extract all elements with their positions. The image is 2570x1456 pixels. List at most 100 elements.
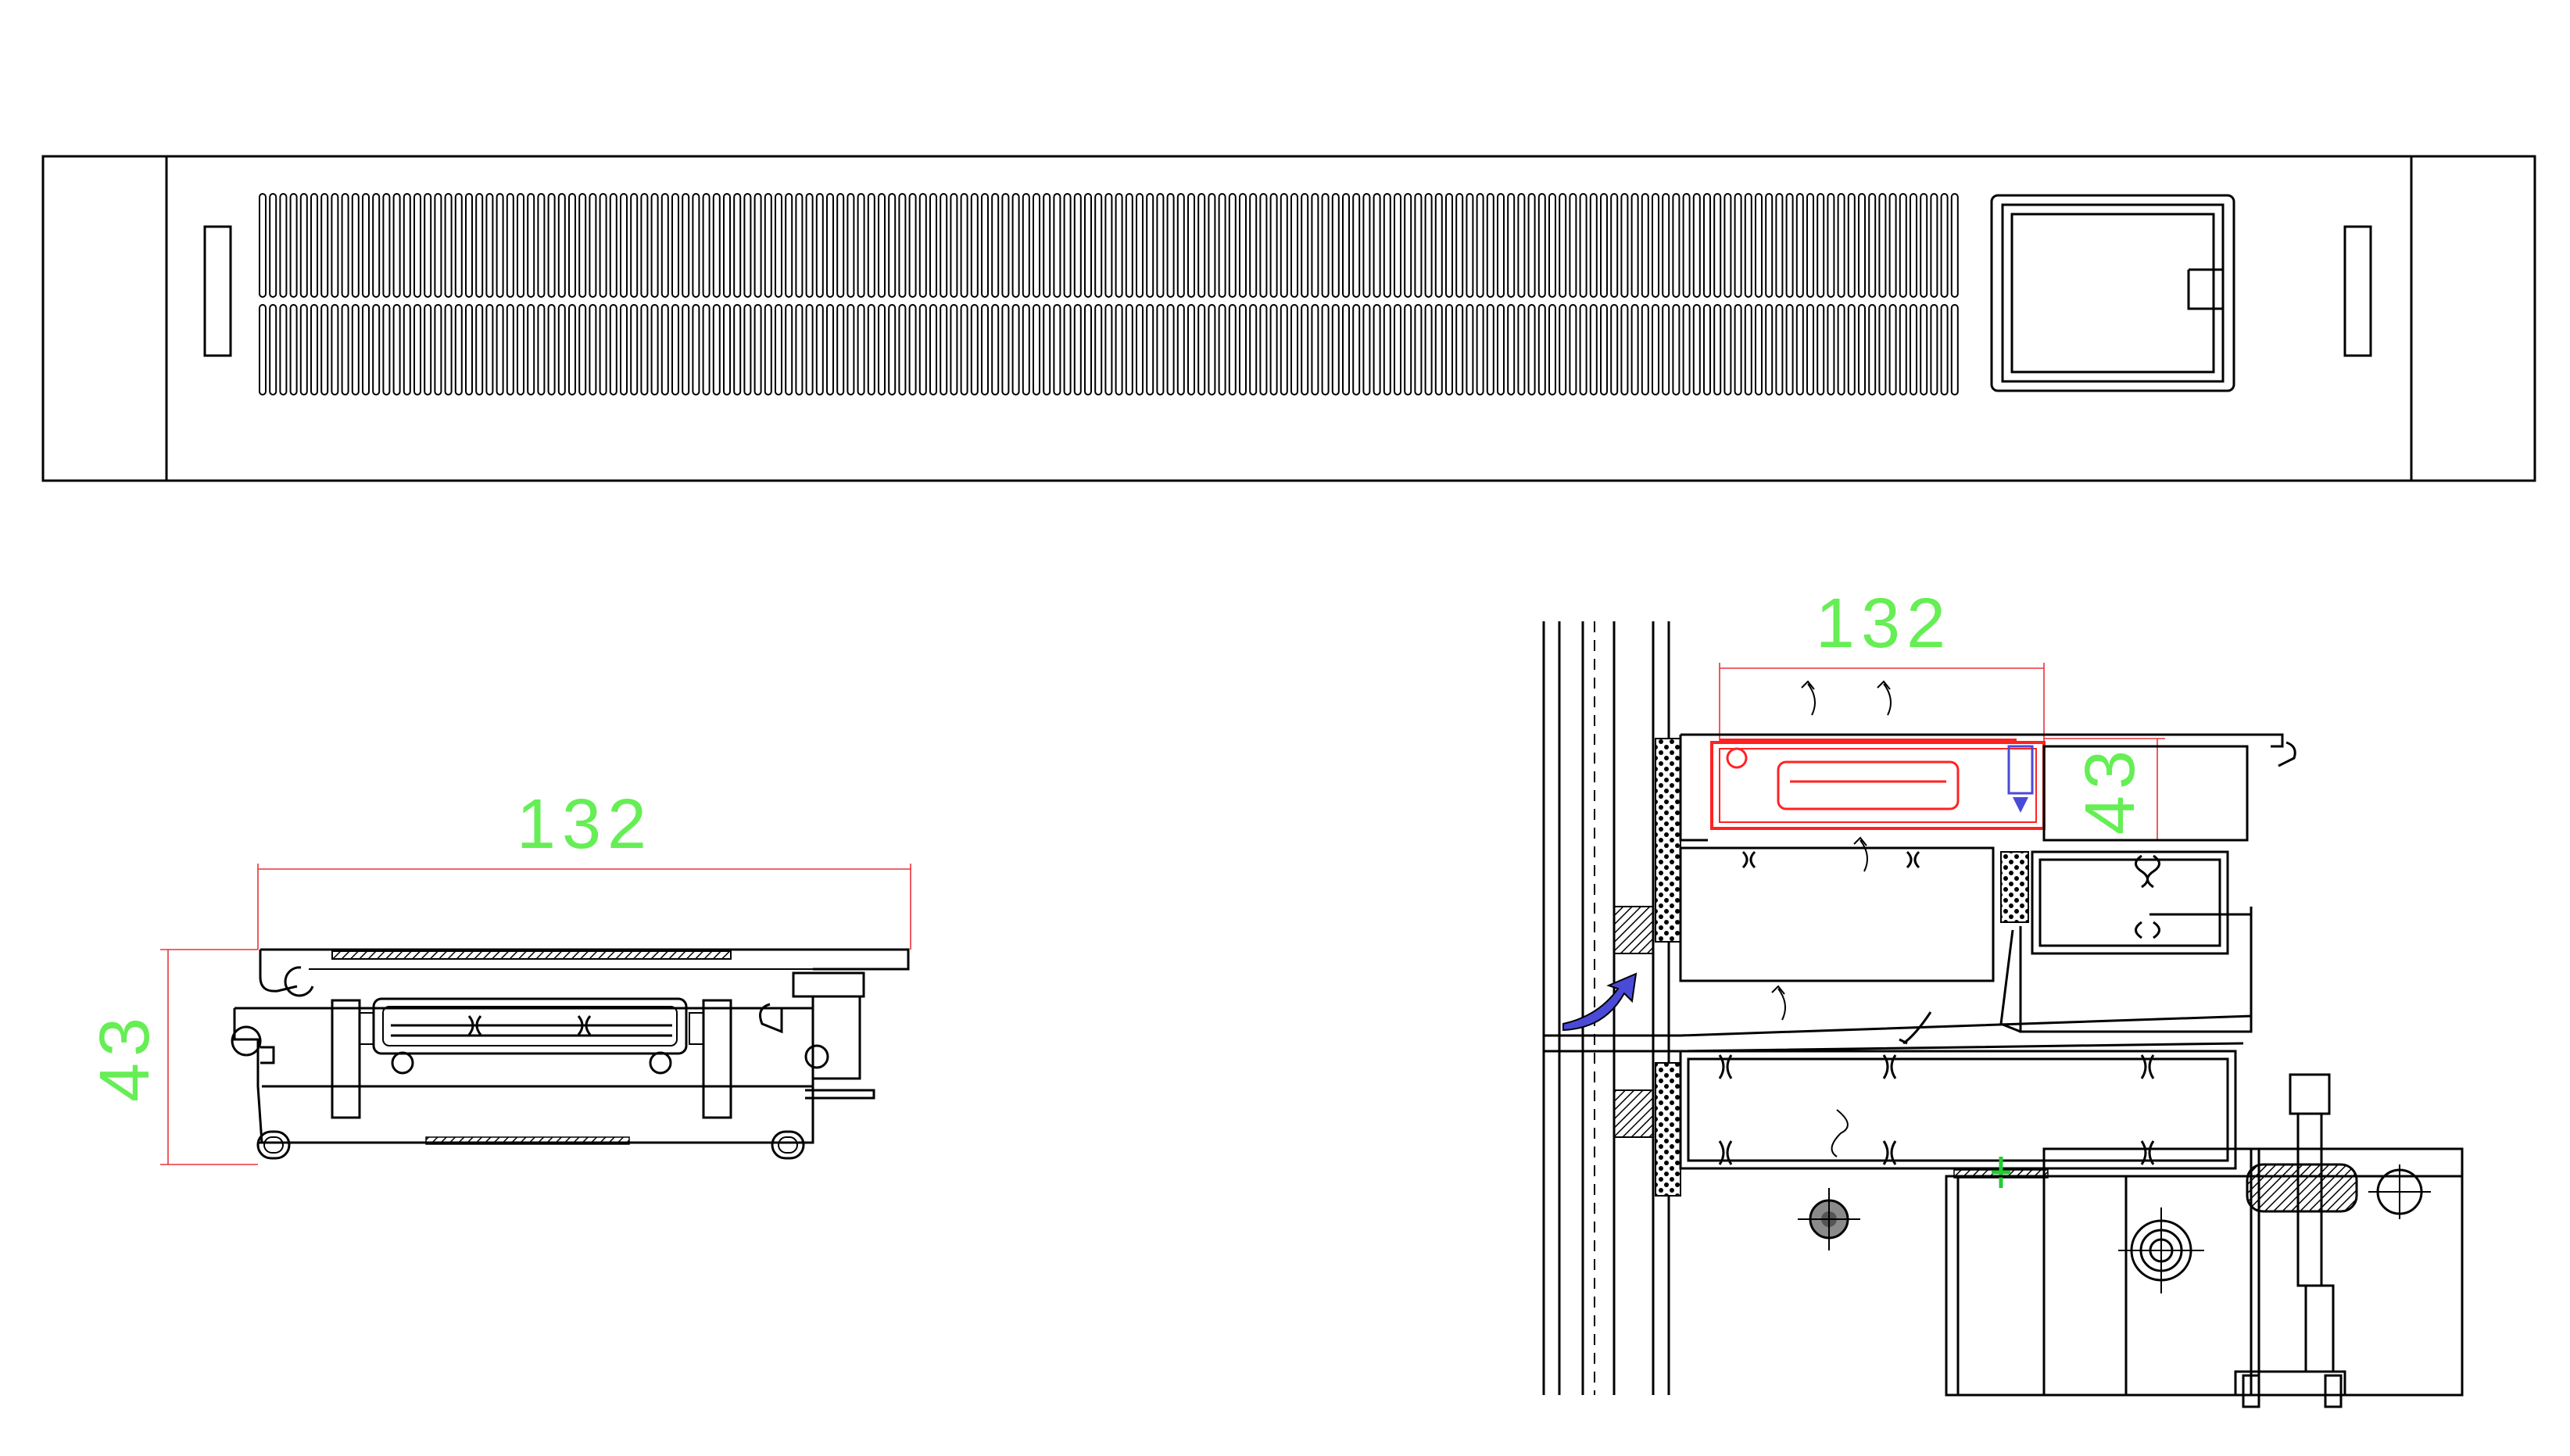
grille-slot: [320, 304, 329, 395]
grille-slot: [712, 193, 721, 298]
right-section-detail: 132 43: [1542, 585, 2464, 1408]
grille-slot: [1352, 304, 1361, 395]
grille-slot: [1569, 193, 1577, 298]
grille-slot: [1765, 193, 1774, 298]
grille-slot: [1022, 304, 1030, 395]
grille-slot: [1662, 193, 1670, 298]
grille-slot: [1187, 304, 1195, 395]
grille-slot: [1672, 193, 1681, 298]
grille-slot: [857, 304, 865, 395]
grille-slot: [1136, 304, 1144, 395]
grille-slot: [1744, 193, 1752, 298]
grille-slot: [578, 193, 587, 298]
grille-slot: [630, 304, 639, 395]
grille-slot: [1342, 304, 1350, 395]
grille-slot: [444, 193, 453, 298]
right-support: [702, 999, 732, 1119]
grille-slot: [733, 193, 742, 298]
grille-slot: [1569, 304, 1577, 395]
grille-slot: [1156, 193, 1165, 298]
grille-slot: [1630, 193, 1639, 298]
grille-slot: [1011, 304, 1020, 395]
right-foot: [771, 1130, 805, 1160]
grille-slot: [413, 304, 421, 395]
grille-slot: [950, 193, 958, 298]
height-dimension: 43: [2044, 738, 2165, 841]
grille-slot: [826, 193, 834, 298]
grille-slot: [1734, 304, 1742, 395]
grille-slot: [805, 304, 814, 395]
right-clamp: [759, 1003, 783, 1034]
airflow-arrows: [1771, 680, 1892, 1157]
grille-slot: [1476, 304, 1484, 395]
grille-slot: [1424, 193, 1433, 298]
grille-slot: [1497, 304, 1505, 395]
grille-slot: [362, 304, 370, 395]
grille-slot: [1404, 193, 1412, 298]
grille-slot: [1486, 193, 1494, 298]
grille-slot: [1600, 193, 1608, 298]
grille-slot: [310, 193, 318, 298]
grille-slot: [867, 193, 875, 298]
grille-slot: [1383, 304, 1391, 395]
height-dimension-label: 43: [86, 1011, 164, 1102]
grille-slot: [424, 304, 432, 395]
grille-slot: [589, 193, 597, 298]
grille-slot: [753, 193, 762, 298]
grille-slot: [857, 193, 865, 298]
width-dimension-label: 132: [517, 785, 653, 864]
grille-slot: [795, 304, 804, 395]
level-marker: [1992, 1157, 2010, 1188]
grille-slot: [1847, 193, 1856, 298]
grille-slot: [1073, 304, 1082, 395]
grille-slot: [1692, 304, 1701, 395]
grille-slot: [1910, 193, 1917, 298]
grille-slot: [682, 304, 690, 395]
anchor-bolt-left: [1798, 1188, 1860, 1250]
grille-slot: [1259, 304, 1268, 395]
grille-slot: [1414, 304, 1423, 395]
grille-slot: [991, 193, 1000, 298]
grille-slot: [981, 304, 989, 395]
grille-slot: [815, 304, 824, 395]
grille-slot: [1373, 304, 1381, 395]
grille-slot: [1362, 193, 1371, 298]
grille-slot: [1682, 193, 1691, 298]
grille-slot: [1208, 193, 1216, 298]
grille-slot: [1136, 193, 1144, 298]
grille-slot: [1620, 304, 1629, 395]
grille-slot: [392, 193, 401, 298]
grille-slot: [785, 304, 793, 395]
grille-slot: [568, 193, 576, 298]
grille-slot: [1785, 304, 1794, 395]
grille-slot: [362, 193, 370, 298]
grille-slot: [392, 304, 401, 395]
grille-slot: [847, 304, 855, 395]
trough-body: [233, 1007, 814, 1144]
grille-slot: [1775, 304, 1784, 395]
grille-slot: [1610, 304, 1619, 395]
grille-slot: [527, 304, 535, 395]
height-dimension: 43: [86, 949, 258, 1165]
grille-slot: [1239, 193, 1247, 298]
grille-slot: [1362, 304, 1371, 395]
grille-slot: [1610, 193, 1619, 298]
grille-slot: [1507, 304, 1516, 395]
grille-slot: [382, 304, 391, 395]
grille-slot: [1920, 193, 1928, 298]
grille-slot: [372, 304, 381, 395]
grille-slot: [1537, 193, 1546, 298]
grille-slot: [1868, 304, 1877, 395]
grille-slot: [1641, 304, 1649, 395]
grille-slot: [960, 304, 968, 395]
grille-slot: [898, 304, 907, 395]
top-grille-bars: [331, 950, 732, 960]
grille-slot: [320, 193, 329, 298]
grille-slot: [1713, 193, 1722, 298]
grille-slot: [640, 193, 649, 298]
grille-slot: [485, 193, 494, 298]
grille-slot: [578, 304, 587, 395]
air-intake-arrow: [1562, 972, 1638, 1032]
grille-slot: [1197, 193, 1206, 298]
facade-glazing-mullion: [1542, 621, 1681, 1395]
